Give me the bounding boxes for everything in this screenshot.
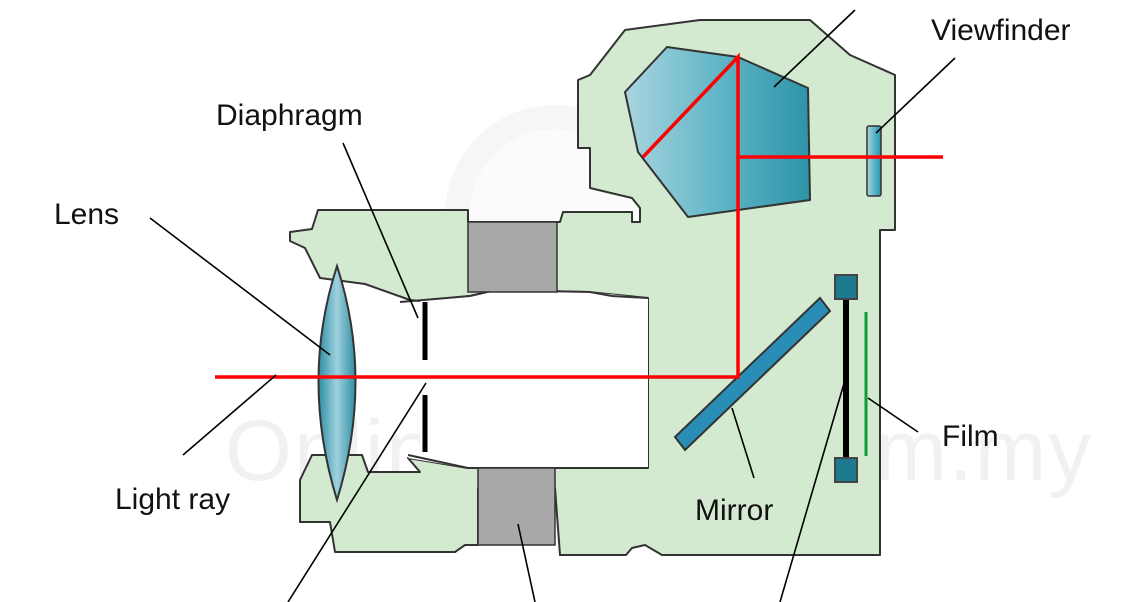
lens-barrel-interior (408, 290, 648, 468)
shutter (843, 296, 849, 464)
label-mirror: Mirror (695, 494, 774, 527)
leader-aperture (287, 382, 427, 602)
label-light-ray: Light ray (115, 483, 231, 516)
lens (317, 262, 357, 504)
leader-light-ray (182, 374, 277, 456)
shutter-roller-top (834, 274, 858, 300)
leader-shutter (779, 379, 846, 602)
leader-film (867, 397, 919, 433)
leader-mirror (731, 407, 755, 479)
shutter-roller-bottom (834, 457, 858, 483)
focus-ring-top (467, 221, 558, 293)
light-ray-path (215, 155, 943, 379)
focus-ring-bottom (477, 467, 556, 546)
leader-prism (773, 9, 856, 88)
leader-focus-ring (517, 523, 536, 602)
label-diaphragm: Diaphragm (216, 99, 363, 132)
label-viewfinder: Viewfinder (931, 14, 1071, 47)
label-lens: Lens (54, 198, 120, 231)
prism-reflection-ray (641, 52, 740, 159)
pentaprism (624, 46, 811, 218)
leader-diaphragm (342, 142, 419, 319)
leader-lens (149, 217, 331, 356)
leader-viewfinder (875, 57, 956, 134)
mirror (673, 296, 832, 452)
label-film: Film (942, 420, 999, 453)
viewfinder-eyepiece (866, 125, 882, 197)
